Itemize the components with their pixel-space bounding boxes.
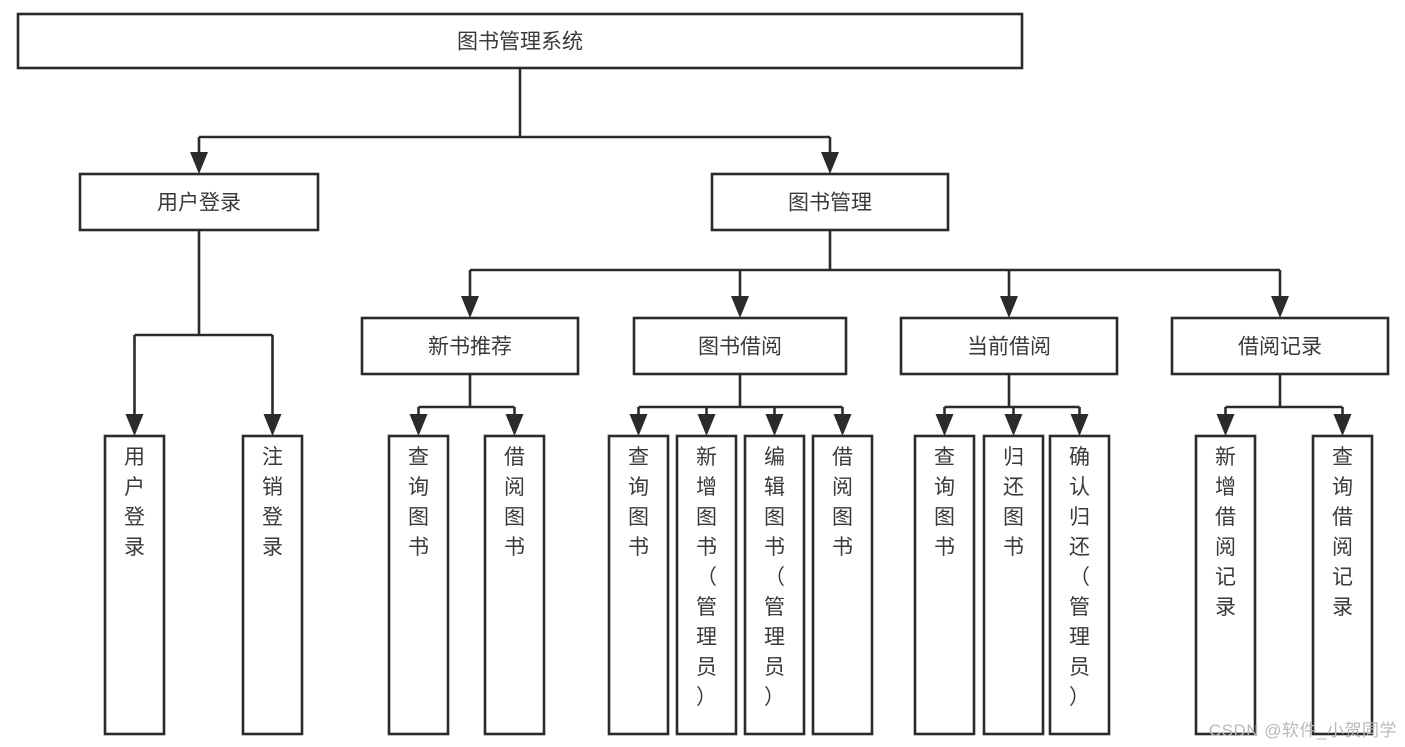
node-label: 确认归还（管理员）	[1069, 446, 1090, 709]
node-book-manage[interactable]: 图书管理	[710, 172, 950, 232]
node-label: 查询借阅记录	[1332, 446, 1353, 619]
node-leaf-query-record[interactable]: 查询借阅记录	[1311, 434, 1374, 736]
node-leaf-return-book[interactable]: 归还图书	[982, 434, 1045, 736]
node-label: 用户登录	[124, 446, 145, 559]
node-label: 查询图书	[628, 446, 649, 559]
node-label: 图书管理系统	[457, 31, 583, 54]
node-leaf-query-book-cb[interactable]: 查询图书	[913, 434, 976, 736]
node-label: 用户登录	[157, 192, 241, 215]
node-label: 图书借阅	[698, 336, 782, 359]
node-label: 查询图书	[408, 446, 429, 559]
node-label: 借阅记录	[1238, 336, 1322, 359]
node-label: 当前借阅	[967, 336, 1051, 359]
node-leaf-query-book-bb[interactable]: 查询图书	[607, 434, 670, 736]
node-label: 借阅图书	[832, 446, 853, 559]
node-leaf-add-record[interactable]: 新增借阅记录	[1194, 434, 1257, 736]
node-label: 图书管理	[788, 192, 872, 215]
node-label: 新书推荐	[428, 336, 512, 359]
node-leaf-borrow-book-rec[interactable]: 借阅图书	[483, 434, 546, 736]
node-label: 查询图书	[934, 446, 955, 559]
node-leaf-add-book[interactable]: 新增图书（管理员）	[675, 434, 738, 736]
node-leaf-user-login[interactable]: 用户登录	[103, 434, 166, 736]
node-leaf-query-book-rec[interactable]: 查询图书	[387, 434, 450, 736]
node-current-borrow[interactable]: 当前借阅	[899, 316, 1119, 376]
node-user-login[interactable]: 用户登录	[78, 172, 320, 232]
node-label: 归还图书	[1003, 446, 1024, 559]
nodes-layer: 图书管理系统用户登录图书管理新书推荐图书借阅当前借阅借阅记录用户登录注销登录查询…	[16, 12, 1390, 736]
node-label: 新增图书（管理员）	[696, 446, 717, 709]
node-label: 借阅图书	[504, 446, 525, 559]
node-leaf-logout[interactable]: 注销登录	[241, 434, 304, 736]
node-label: 注销登录	[262, 446, 283, 559]
node-leaf-borrow-book-bb[interactable]: 借阅图书	[811, 434, 874, 736]
node-label: 新增借阅记录	[1215, 446, 1236, 619]
connectors-layer	[125, 68, 1352, 436]
node-new-book-recommend[interactable]: 新书推荐	[360, 316, 580, 376]
node-book-borrow[interactable]: 图书借阅	[632, 316, 848, 376]
node-leaf-confirm-return[interactable]: 确认归还（管理员）	[1048, 434, 1111, 736]
node-leaf-edit-book[interactable]: 编辑图书（管理员）	[743, 434, 806, 736]
node-root[interactable]: 图书管理系统	[16, 12, 1024, 70]
node-label: 编辑图书（管理员）	[764, 446, 785, 709]
node-borrow-record[interactable]: 借阅记录	[1170, 316, 1390, 376]
